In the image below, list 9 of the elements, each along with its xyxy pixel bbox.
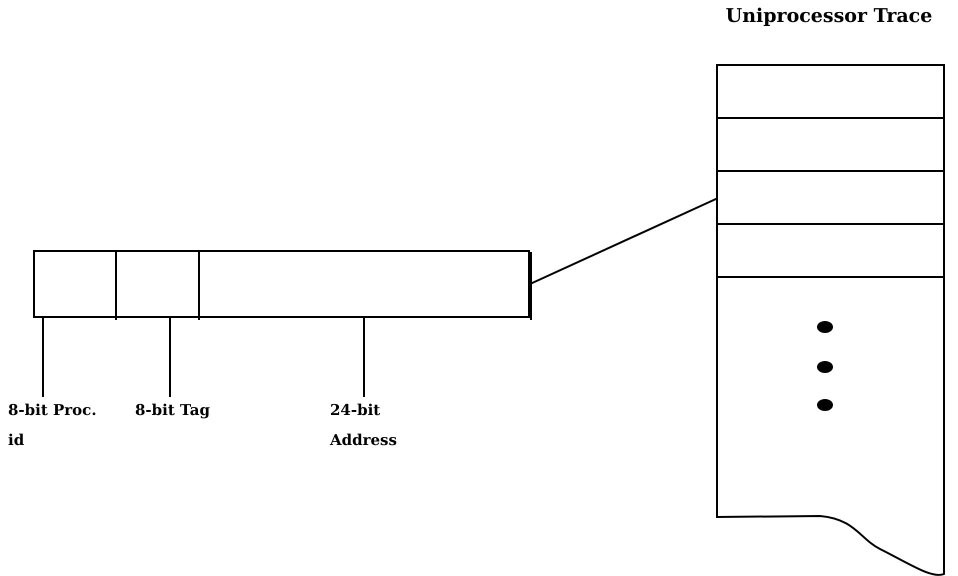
column-heading: Uniprocessor Trace [724, 4, 934, 28]
leader-line [169, 318, 171, 397]
leader-line [363, 318, 365, 397]
leader-line [530, 198, 718, 285]
field-label: 8-bit Tag [135, 400, 211, 421]
field-label: 8-bit Proc. id [8, 400, 98, 451]
field-label: 24-bit Address [330, 400, 398, 451]
leader-line [42, 318, 44, 397]
record-box [33, 250, 530, 318]
